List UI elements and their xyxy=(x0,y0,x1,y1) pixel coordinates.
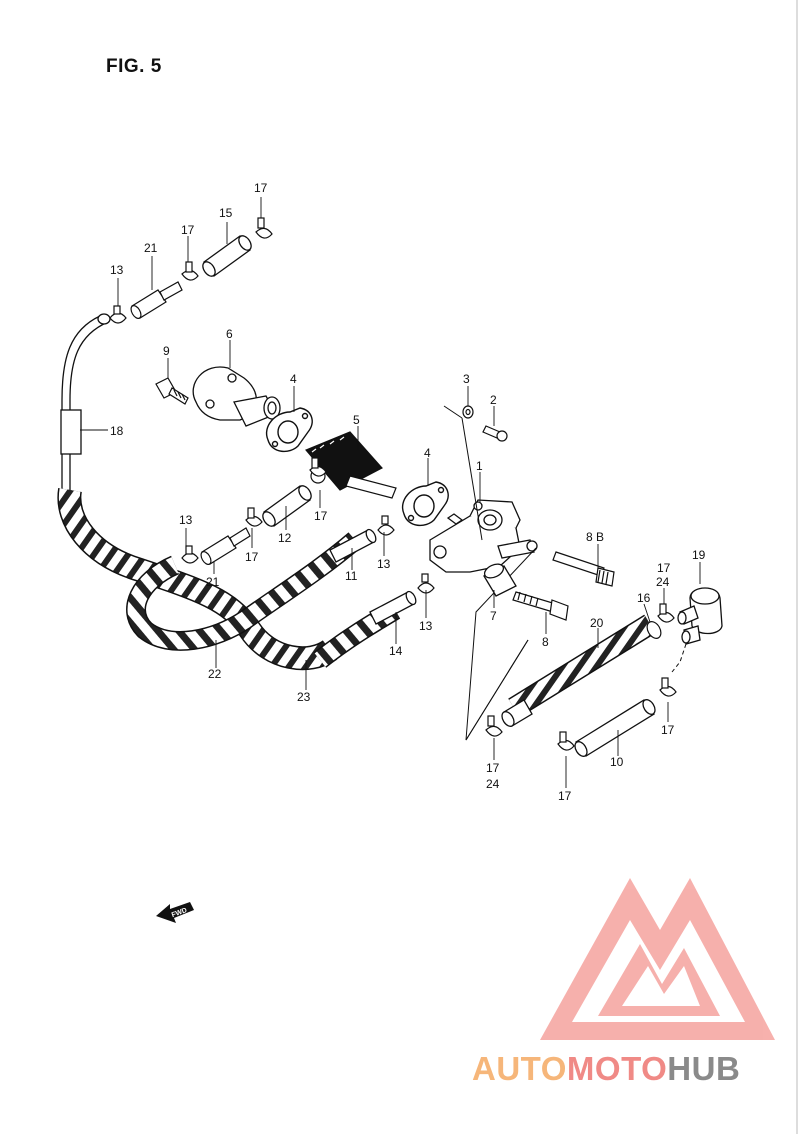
clamp-17-upper-a xyxy=(181,261,199,281)
callout-16: 16 xyxy=(637,591,651,605)
callout-17: 17 xyxy=(661,723,675,737)
callout-18: 18 xyxy=(110,424,124,438)
callout-12: 12 xyxy=(278,531,292,545)
callout-22: 22 xyxy=(208,667,222,681)
oil-pump-1 xyxy=(429,499,538,573)
callout-17: 17 xyxy=(657,561,671,575)
tee-fitting-19 xyxy=(677,587,723,645)
callout-19: 19 xyxy=(692,548,706,562)
callout-8b: 8 B xyxy=(586,530,604,544)
callout-13: 13 xyxy=(377,557,391,571)
hose-18 xyxy=(60,313,111,490)
callout-24: 24 xyxy=(486,777,500,791)
clamp-16 xyxy=(646,621,662,639)
dash-line-19 xyxy=(671,643,687,673)
screw-2 xyxy=(482,425,508,442)
clamp-17-24-right xyxy=(657,603,675,623)
gasket-4-lower xyxy=(401,481,449,527)
callout-3: 3 xyxy=(463,372,470,386)
clamp-13-lower xyxy=(181,545,199,564)
hose-10 xyxy=(574,699,656,757)
clamp-13-pump-b xyxy=(417,573,435,594)
callout-20: 20 xyxy=(590,616,604,630)
callout-17: 17 xyxy=(486,761,500,775)
callout-4: 4 xyxy=(424,446,431,460)
callout-9: 9 xyxy=(163,344,170,358)
callout-17: 17 xyxy=(558,789,572,803)
callout-17: 17 xyxy=(254,181,268,195)
callout-24: 24 xyxy=(656,575,670,589)
collar-7 xyxy=(483,563,517,597)
callout-8: 8 xyxy=(542,635,549,649)
figure-title: FIG. 5 xyxy=(106,56,162,77)
callout-23: 23 xyxy=(297,690,311,704)
wrapped-hose-22 xyxy=(57,488,338,671)
callout-11: 11 xyxy=(345,569,358,583)
fwd-arrow-icon: FWD xyxy=(156,902,194,923)
callout-10: 10 xyxy=(610,755,624,769)
clamp-17-lower-right xyxy=(557,731,575,751)
clamp-13-pump-a xyxy=(377,515,395,536)
callout-17: 17 xyxy=(245,550,259,564)
callout-2: 2 xyxy=(490,393,497,407)
callout-5: 5 xyxy=(353,413,360,427)
fitting-21-upper xyxy=(130,281,183,319)
callout-13: 13 xyxy=(419,619,433,633)
callout-15: 15 xyxy=(219,206,233,220)
hose-15 xyxy=(202,235,252,277)
clamp-17-24-lower xyxy=(485,715,503,737)
clamp-13-upper xyxy=(109,305,127,324)
callout-6: 6 xyxy=(226,327,233,341)
hose-12 xyxy=(262,485,312,527)
callout-7: 7 xyxy=(490,609,497,623)
callout-leaders xyxy=(80,197,701,788)
callout-13: 13 xyxy=(110,263,124,277)
clamp-17-right-b xyxy=(659,677,677,697)
clamp-17-mid-b xyxy=(245,507,263,527)
watermark-part-moto: MOTO xyxy=(566,1050,668,1087)
watermark-part-auto: AUTO xyxy=(472,1050,567,1087)
gasket-4-upper xyxy=(265,407,313,453)
clamp-17-upper-b xyxy=(255,217,273,239)
washer-3 xyxy=(462,405,474,419)
fitting-21-lower xyxy=(200,527,251,565)
watermark-part-hub: HUB xyxy=(667,1050,741,1087)
clamp-17-mid-a xyxy=(309,457,327,477)
watermark-logo-icon xyxy=(540,878,775,1040)
callout-17: 17 xyxy=(314,509,328,523)
callout-17: 17 xyxy=(181,223,195,237)
callout-21: 21 xyxy=(206,575,220,589)
gear-5 xyxy=(305,431,397,499)
hose-14 xyxy=(313,590,417,668)
bolt-8 xyxy=(512,591,569,621)
callout-14: 14 xyxy=(389,644,403,658)
hose-11 xyxy=(329,528,377,563)
bolt-9 xyxy=(155,377,189,405)
callout-4: 4 xyxy=(290,372,297,386)
wrapped-hose-20 xyxy=(501,614,656,727)
callout-13: 13 xyxy=(179,513,193,527)
callout-21: 21 xyxy=(144,241,158,255)
callout-numbers: 17 15 17 21 13 9 6 4 3 2 18 5 4 1 17 13 … xyxy=(110,181,706,803)
wrapped-hose-23 xyxy=(126,532,362,651)
guide-6 xyxy=(192,366,281,427)
watermark-text: AUTOMOTOHUB xyxy=(472,1050,740,1088)
callout-1: 1 xyxy=(476,459,483,473)
bolt-8b xyxy=(552,551,615,587)
